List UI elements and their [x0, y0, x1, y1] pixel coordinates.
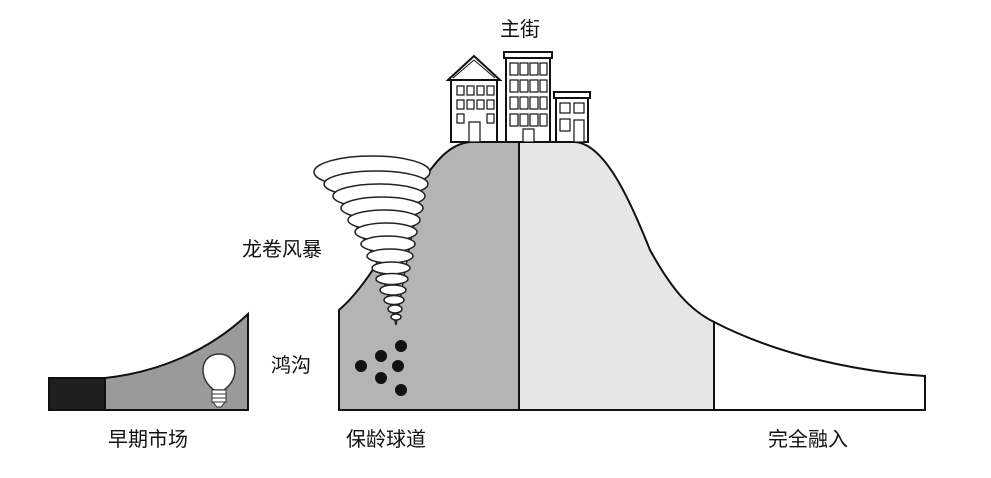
- tornado-icon: [313, 155, 431, 326]
- early-market-dark-segment: [48, 377, 106, 411]
- building-icon: [445, 54, 503, 143]
- label-bowling-alley: 保龄球道: [346, 427, 426, 451]
- label-main-street: 主街: [500, 17, 540, 41]
- label-early-market: 早期市场: [108, 427, 188, 451]
- main-street-region: [518, 141, 715, 411]
- label-chasm: 鸿沟: [271, 353, 311, 377]
- chasm-dots: [355, 340, 407, 396]
- adoption-curve: [338, 141, 926, 411]
- building-icon: [503, 51, 553, 143]
- main-street-buildings: [445, 51, 591, 143]
- label-tornado: 龙卷风暴: [242, 237, 322, 261]
- full-adoption-region: [713, 320, 926, 411]
- building-icon: [553, 91, 591, 143]
- label-full-adoption: 完全融入: [768, 427, 848, 451]
- lightbulb-icon: [202, 353, 236, 408]
